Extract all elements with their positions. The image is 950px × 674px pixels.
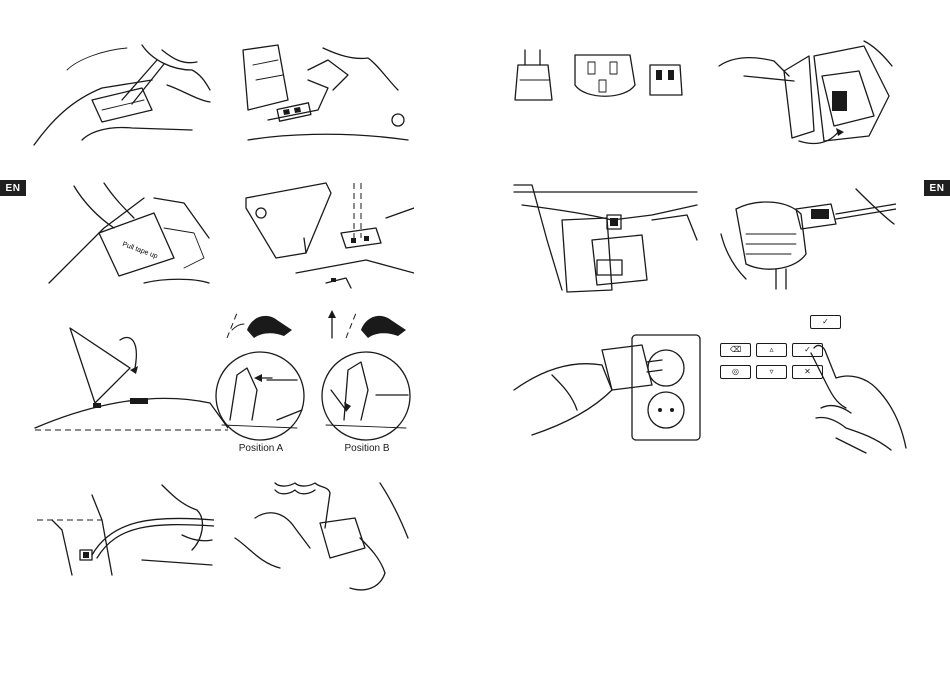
illustration-lift-cover bbox=[32, 40, 212, 150]
illustration-connect-power-cable bbox=[512, 180, 700, 300]
settings-icon: ◎ bbox=[732, 368, 739, 376]
key-down: ▿ bbox=[756, 365, 787, 379]
illustration-fit-adapter bbox=[714, 36, 894, 148]
illustration-wall-socket bbox=[512, 330, 704, 448]
key-backspace: ⌫ bbox=[720, 343, 751, 357]
illustration-attach-stand bbox=[30, 318, 228, 438]
key-up: ▵ bbox=[756, 343, 787, 357]
position-b-circle bbox=[316, 350, 416, 442]
position-a-circle bbox=[212, 350, 308, 442]
tape-label: Pull tape up bbox=[121, 241, 158, 260]
check-icon: ✓ bbox=[822, 318, 829, 326]
down-arrow-icon: ▿ bbox=[769, 368, 773, 376]
illustration-pressing-hand bbox=[806, 338, 910, 456]
position-b-label: Position B bbox=[322, 443, 412, 454]
key-confirm-top: ✓ bbox=[810, 315, 841, 329]
handset-tilt-b bbox=[326, 308, 412, 344]
illustration-connect-handset-cord bbox=[230, 478, 410, 598]
illustration-plug-adapters bbox=[510, 40, 690, 110]
illustration-route-cable bbox=[32, 480, 214, 578]
language-tab-left: EN bbox=[0, 180, 26, 196]
key-settings: ◎ bbox=[720, 365, 751, 379]
illustration-open-compartment bbox=[238, 40, 414, 150]
illustration-plug-into-adapter bbox=[716, 184, 896, 294]
up-arrow-icon: ▵ bbox=[769, 346, 773, 354]
position-a-label: Position A bbox=[216, 443, 306, 454]
illustration-insert-stand bbox=[236, 178, 414, 290]
backspace-icon: ⌫ bbox=[730, 346, 741, 354]
illustration-tape-pull: Pull tape up bbox=[44, 178, 212, 290]
handset-tilt-a bbox=[222, 308, 304, 344]
language-tab-right: EN bbox=[924, 180, 950, 196]
